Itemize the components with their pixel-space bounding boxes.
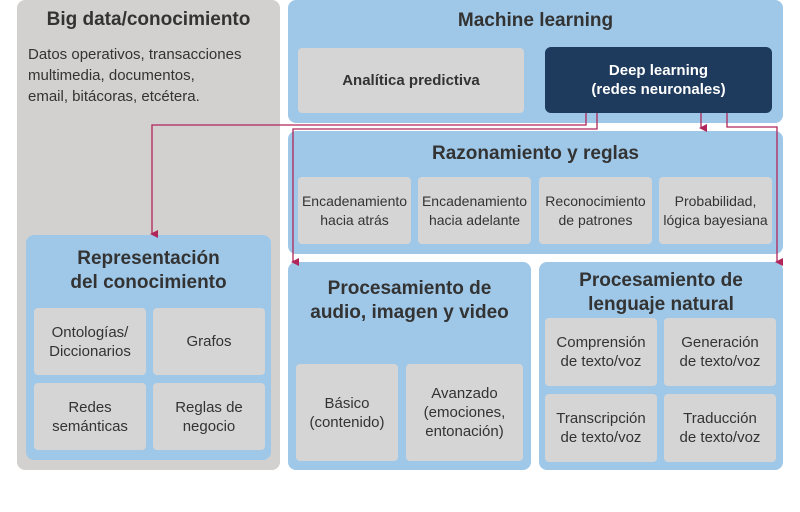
big-data-title: Big data/conocimiento — [46, 9, 251, 30]
knowledge-title: Representación del conocimiento — [26, 247, 271, 295]
audio-advanced-box: Avanzado (emociones, entonación) — [406, 364, 523, 461]
reasoning-item-bayesian-l2: lógica bayesiana — [663, 211, 768, 228]
audio-basic-box: Básico (contenido) — [296, 364, 398, 461]
big-data-description: Datos operativos, transacciones multimed… — [28, 44, 241, 107]
knowledge-item-ontologies-l2: Diccionarios — [49, 342, 131, 360]
big-data-line-2: multimedia, documentos, — [28, 67, 195, 84]
knowledge-title-l2: del conocimiento — [70, 272, 227, 293]
nlp-item-translation-l2: de texto/voz — [679, 429, 761, 446]
audio-title-l1: Procesamiento de — [327, 278, 492, 299]
knowledge-item-graphs: Grafos — [153, 308, 265, 375]
reasoning-item-forward: Encadenamiento hacia adelante — [418, 177, 531, 244]
knowledge-item-semantic-l1: Redes — [68, 398, 112, 416]
nlp-item-transcription-l2: de texto/voz — [560, 429, 642, 446]
knowledge-item-graphs-l1: Grafos — [186, 333, 232, 350]
reasoning-item-backward-l1: Encadenamiento — [301, 192, 408, 209]
nlp-item-transcription-l1: Transcripción — [556, 410, 646, 427]
audio-advanced-l3: entonación) — [425, 423, 504, 440]
nlp-title: Procesamiento de lenguaje natural — [539, 269, 783, 317]
nlp-title-l2: lenguaje natural — [588, 294, 734, 315]
knowledge-item-semantic-l2: semánticas — [52, 417, 128, 435]
knowledge-item-semantic: Redes semánticas — [34, 383, 146, 450]
audio-title: Procesamiento de audio, imagen y video — [288, 277, 531, 325]
nlp-item-transcription: Transcripción de texto/voz — [545, 394, 657, 462]
knowledge-item-rules: Reglas de negocio — [153, 383, 265, 450]
deep-learning-label: Deep learning — [608, 62, 709, 79]
reasoning-item-patterns-l1: Reconocimiento — [545, 192, 646, 209]
reasoning-item-patterns: Reconocimiento de patrones — [539, 177, 652, 244]
knowledge-item-rules-l1: Reglas de — [175, 398, 243, 416]
reasoning-item-forward-l1: Encadenamiento — [421, 192, 528, 209]
audio-basic-l1: Básico — [324, 394, 370, 412]
knowledge-item-ontologies: Ontologías/ Diccionarios — [34, 308, 146, 375]
nlp-item-comprehension: Comprensión de texto/voz — [545, 318, 657, 386]
nlp-item-comprehension-l1: Comprensión — [556, 334, 646, 351]
audio-title-l2: audio, imagen y video — [310, 302, 509, 323]
reasoning-item-forward-l2: hacia adelante — [428, 211, 521, 228]
big-data-line-1: Datos operativos, transacciones — [28, 46, 242, 63]
audio-advanced-l1: Avanzado — [431, 385, 498, 402]
nlp-item-generation-l1: Generación — [681, 334, 759, 351]
analitica-predictiva-label: Analítica predictiva — [342, 72, 480, 89]
big-data-line-3: email, bitácoras, etcétera. — [28, 88, 200, 105]
audio-basic-l2: (contenido) — [309, 413, 385, 431]
nlp-item-generation: Generación de texto/voz — [664, 318, 776, 386]
knowledge-item-rules-l2: negocio — [182, 417, 236, 435]
nlp-item-translation-l1: Traducción — [683, 410, 757, 427]
audio-advanced-l2: (emociones, — [423, 404, 506, 421]
reasoning-item-bayesian-l1: Probabilidad, — [674, 192, 757, 209]
reasoning-title: Razonamiento y reglas — [432, 143, 639, 164]
knowledge-title-l1: Representación — [77, 248, 220, 269]
nlp-item-comprehension-l2: de texto/voz — [560, 353, 642, 370]
deep-learning-box: Deep learning (redes neuronales) — [545, 47, 772, 113]
reasoning-item-bayesian: Probabilidad, lógica bayesiana — [659, 177, 772, 244]
reasoning-item-backward: Encadenamiento hacia atrás — [298, 177, 411, 244]
nlp-item-translation: Traducción de texto/voz — [664, 394, 776, 462]
nlp-item-generation-l2: de texto/voz — [679, 353, 761, 370]
reasoning-item-patterns-l2: de patrones — [558, 211, 633, 228]
machine-learning-title: Machine learning — [457, 10, 614, 31]
reasoning-item-backward-l2: hacia atrás — [320, 211, 389, 228]
analitica-predictiva-box: Analítica predictiva — [298, 48, 524, 113]
nlp-title-l1: Procesamiento de — [579, 270, 743, 291]
knowledge-item-ontologies-l1: Ontologías/ — [51, 323, 129, 341]
deep-learning-sublabel: (redes neuronales) — [591, 81, 726, 98]
